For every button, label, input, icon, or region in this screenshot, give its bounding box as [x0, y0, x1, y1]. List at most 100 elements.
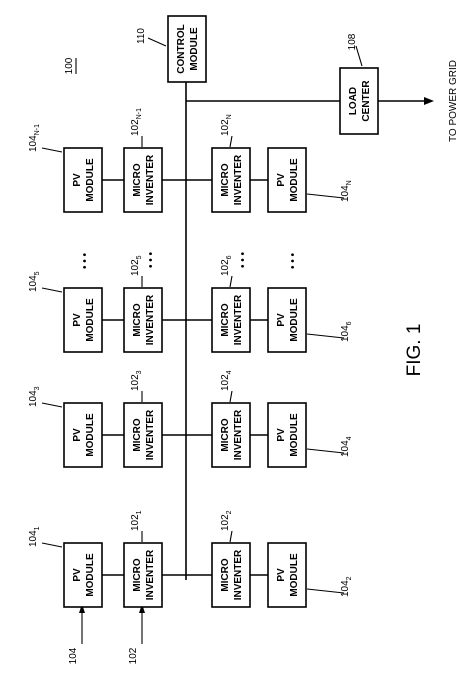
left-inv-label-1: MICRO: [132, 418, 143, 452]
left-inv-label-1: MICRO: [132, 303, 143, 337]
left-pv-ref-4-leader: [41, 147, 63, 153]
load-center-leader: [355, 45, 363, 67]
right-pv-ref-1-subscript: 2: [346, 576, 353, 580]
grid-label: TO POWER GRID: [448, 60, 459, 142]
right-pv-box: [267, 147, 307, 213]
right-inv-ref-2-base: 102: [220, 374, 231, 391]
right-pv-label-2: MODULE: [289, 298, 300, 342]
right-pv-box: [267, 287, 307, 353]
left-pv-ref-3-leader: [41, 287, 63, 293]
control-module-leader: [147, 37, 167, 47]
right-pv-box: [267, 402, 307, 468]
left-inv-box: [123, 147, 163, 213]
left-pv-ref-1-leader: [41, 542, 63, 548]
left-pv-label-1: PV: [72, 173, 83, 187]
right-pv-ref-1-leader: [306, 588, 345, 594]
left-inv-label-2: INVENTER: [145, 154, 156, 205]
ellipsis-inv-left: • • •: [146, 251, 157, 268]
ellipsis-pv-right: • • •: [288, 252, 299, 269]
right-pv-ref-2-leader: [306, 448, 345, 454]
right-pv-ref-3-base: 104: [340, 325, 351, 342]
right-inv-ref-1-base: 102: [220, 514, 231, 531]
left-pv-ref-1: 1041: [28, 526, 41, 547]
load-center-label-1: LOAD: [348, 87, 359, 115]
right-pv-label-1: PV: [276, 428, 287, 442]
left-pv-label-2: MODULE: [85, 553, 96, 597]
right-inv-label-1: MICRO: [220, 303, 231, 337]
right-inv-ref-4-subscript: N: [226, 114, 233, 119]
system-ref: 100: [64, 57, 75, 74]
generic-inv-arrowhead: [139, 604, 145, 613]
left-pv-ref-4-base: 104: [28, 135, 39, 152]
left-inv-box: [123, 542, 163, 608]
load-center-ref: 108: [347, 33, 358, 50]
right-inv-ref-1-leader: [229, 530, 233, 543]
right-inv-label-1: MICRO: [220, 558, 231, 592]
right-inv-label-1: MICRO: [220, 418, 231, 452]
left-inv-ref-1: 1021: [130, 510, 143, 531]
right-pv-ref-3-leader: [306, 333, 345, 339]
left-inv-label-2: INVENTER: [145, 549, 156, 600]
right-inv-box: [211, 402, 251, 468]
right-pv-ref-1: 1042: [340, 576, 353, 597]
grid-arrow: [424, 97, 434, 105]
left-pv-label-2: MODULE: [85, 158, 96, 202]
right-pv-ref-2-base: 104: [340, 440, 351, 457]
right-inv-label-2: INVENTER: [233, 409, 244, 460]
left-pv-ref-2-leader: [41, 402, 63, 408]
control-module-label-2: MODULE: [189, 27, 200, 71]
left-inv-box: [123, 287, 163, 353]
right-inv-label-2: INVENTER: [233, 549, 244, 600]
left-pv-label-1: PV: [72, 568, 83, 582]
left-pv-box: [63, 542, 103, 608]
right-inv-ref-1-subscript: 2: [226, 510, 233, 514]
left-inv-ref-2-subscript: 3: [136, 370, 143, 374]
ellipsis-pv-left: • • •: [80, 252, 91, 269]
figure-label: FIG. 1: [404, 324, 425, 377]
left-pv-ref-3-subscript: 5: [34, 271, 41, 275]
left-pv-box: [63, 147, 103, 213]
left-pv-label-2: MODULE: [85, 413, 96, 457]
right-inv-label-2: INVENTER: [233, 154, 244, 205]
left-pv-box: [63, 287, 103, 353]
left-pv-label-1: PV: [72, 428, 83, 442]
right-inv-ref-3-base: 102: [220, 259, 231, 276]
right-inv-ref-2-subscript: 4: [226, 370, 233, 374]
right-pv-ref-2-subscript: 4: [346, 436, 353, 440]
left-inv-ref-3-base: 102: [130, 259, 141, 276]
left-pv-ref-4: 104N-1: [28, 124, 41, 152]
right-inv-label-1: MICRO: [220, 163, 231, 197]
left-pv-ref-1-base: 104: [28, 530, 39, 547]
load-center-box: [339, 67, 379, 135]
right-pv-ref-2: 1044: [340, 436, 353, 457]
right-inv-box: [211, 147, 251, 213]
generic-pv-ref: 104: [68, 647, 79, 664]
right-pv-ref-4-leader: [306, 193, 345, 199]
right-pv-box: [267, 542, 307, 608]
left-inv-ref-2-base: 102: [130, 374, 141, 391]
right-pv-label-1: PV: [276, 568, 287, 582]
left-inv-label-1: MICRO: [132, 558, 143, 592]
right-inv-box: [211, 542, 251, 608]
control-module-ref: 110: [136, 28, 147, 44]
left-pv-label-2: MODULE: [85, 298, 96, 342]
left-inv-ref-3-subscript: 5: [136, 255, 143, 259]
left-pv-ref-2-base: 104: [28, 390, 39, 407]
left-pv-ref-2: 1043: [28, 386, 41, 407]
left-pv-label-1: PV: [72, 313, 83, 327]
left-inv-ref-4-base: 102: [130, 119, 141, 136]
right-pv-label-1: PV: [276, 313, 287, 327]
left-inv-ref-4-subscript: N-1: [136, 108, 143, 119]
